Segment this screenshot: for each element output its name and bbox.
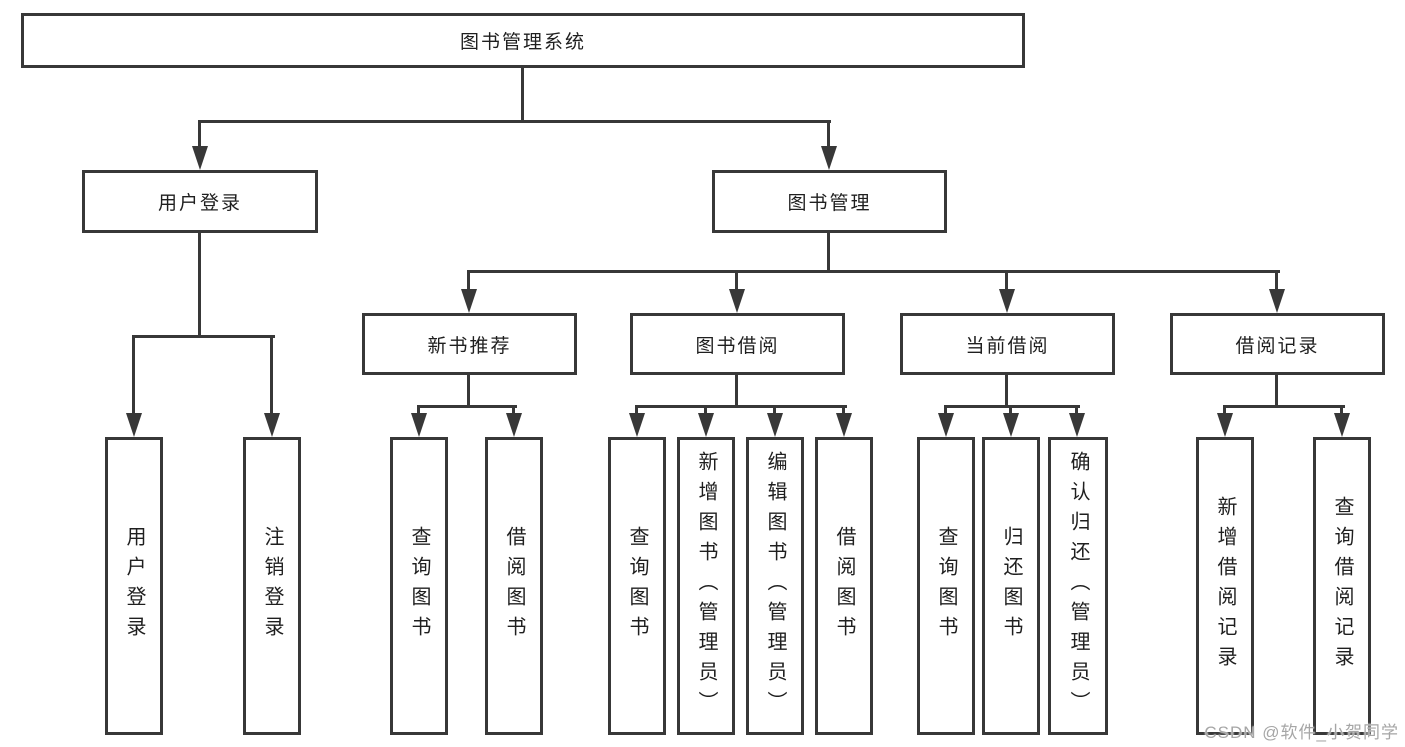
arrow-to-leaf-user-login — [126, 413, 142, 437]
leaf-return-book: 归还图书 — [982, 437, 1040, 735]
arrow-to-confirm-return-admin — [1069, 413, 1085, 437]
connector-drop — [1009, 405, 1012, 415]
arrow-to-user-login — [192, 146, 208, 170]
leaf-edit-book-admin: 编辑图书（管理员） — [746, 437, 804, 735]
connector-currentborrow-stem — [1005, 375, 1008, 407]
connector-bookborrow-rail — [635, 405, 847, 408]
connector-root-rail — [198, 120, 831, 123]
leaf-query-books-1: 查询图书 — [390, 437, 448, 735]
connector-drop — [704, 405, 707, 415]
node-current-borrow: 当前借阅 — [900, 313, 1115, 375]
arrow-to-add-book-admin — [698, 413, 714, 437]
leaf-label: 查询图书 — [935, 526, 957, 646]
arrow-to-query-books-3 — [938, 413, 954, 437]
connector-drop — [417, 405, 420, 415]
leaf-label: 查询图书 — [626, 526, 648, 646]
arrow-to-leaf-logout — [264, 413, 280, 437]
connector-drop — [944, 405, 947, 415]
connector-newbook-stem — [467, 375, 470, 407]
node-label: 借阅记录 — [1235, 335, 1320, 357]
leaf-label: 注销登录 — [261, 526, 283, 646]
arrow-to-query-books-2 — [629, 413, 645, 437]
connector-borrowrecords-stem — [1275, 375, 1278, 407]
arrow-to-borrow-books-1 — [506, 413, 522, 437]
connector-userlogin-rail — [132, 335, 275, 338]
node-book-borrow: 图书借阅 — [630, 313, 845, 375]
leaf-label: 借阅图书 — [503, 526, 525, 646]
node-label: 当前借阅 — [965, 335, 1050, 357]
connector-drop — [635, 405, 638, 415]
connector-bookmgmt-rail — [467, 270, 1280, 273]
node-book-management: 图书管理 — [712, 170, 947, 233]
leaf-label: 确认归还（管理员） — [1067, 451, 1089, 721]
node-user-login: 用户登录 — [82, 170, 318, 233]
leaf-label: 查询图书 — [408, 526, 430, 646]
leaf-add-borrow-record: 新增借阅记录 — [1196, 437, 1254, 735]
connector-currentborrow-rail — [944, 405, 1080, 408]
node-label: 图书借阅 — [695, 335, 780, 357]
connector-drop-new-book — [467, 270, 470, 292]
connector-drop-leaf-logout — [270, 335, 273, 415]
connector-drop-leaf-user-login — [132, 335, 135, 415]
arrow-to-book-management — [821, 146, 837, 170]
leaf-query-books-3: 查询图书 — [917, 437, 975, 735]
connector-drop — [1223, 405, 1226, 415]
node-label: 新书推荐 — [427, 335, 512, 357]
connector-drop-user-login — [198, 120, 201, 150]
connector-drop-book-management — [827, 120, 830, 150]
leaf-add-book-admin: 新增图书（管理员） — [677, 437, 735, 735]
arrow-to-query-books-1 — [411, 413, 427, 437]
connector-userlogin-stem — [198, 233, 201, 335]
node-borrow-records: 借阅记录 — [1170, 313, 1385, 375]
csdn-watermark: CSDN @软件_小贺同学 — [1204, 723, 1399, 742]
connector-borrowrecords-rail — [1223, 405, 1345, 408]
arrow-to-edit-book-admin — [767, 413, 783, 437]
connector-bookmgmt-stem — [827, 233, 830, 272]
leaf-label: 用户登录 — [123, 526, 145, 646]
arrow-to-new-book-recommend — [461, 289, 477, 313]
arrow-to-borrow-books-2 — [836, 413, 852, 437]
leaf-query-books-2: 查询图书 — [608, 437, 666, 735]
leaf-borrow-books-2: 借阅图书 — [815, 437, 873, 735]
arrow-to-query-borrow-record — [1334, 413, 1350, 437]
connector-newbook-rail — [417, 405, 517, 408]
node-new-book-recommend: 新书推荐 — [362, 313, 577, 375]
arrow-to-borrow-records — [1269, 289, 1285, 313]
connector-drop — [773, 405, 776, 415]
connector-drop-current-borrow — [1005, 270, 1008, 292]
connector-bookborrow-stem — [735, 375, 738, 407]
arrow-to-current-borrow — [999, 289, 1015, 313]
leaf-logout: 注销登录 — [243, 437, 301, 735]
connector-drop — [512, 405, 515, 415]
leaf-label: 编辑图书（管理员） — [764, 451, 786, 721]
leaf-user-login: 用户登录 — [105, 437, 163, 735]
connector-drop-borrow-records — [1275, 270, 1278, 292]
node-label: 图书管理系统 — [459, 32, 586, 53]
leaf-label: 新增借阅记录 — [1214, 496, 1236, 676]
leaf-query-borrow-record: 查询借阅记录 — [1313, 437, 1371, 735]
node-label: 用户登录 — [157, 193, 242, 214]
connector-drop-book-borrow — [735, 270, 738, 292]
node-label: 图书管理 — [787, 193, 872, 214]
leaf-confirm-return-admin: 确认归还（管理员） — [1048, 437, 1108, 735]
connector-drop — [1340, 405, 1343, 415]
leaf-label: 查询借阅记录 — [1331, 496, 1353, 676]
arrow-to-book-borrow — [729, 289, 745, 313]
leaf-label: 归还图书 — [1000, 526, 1022, 646]
arrow-to-add-borrow-record — [1217, 413, 1233, 437]
connector-root-stem — [521, 68, 524, 120]
connector-drop — [1075, 405, 1078, 415]
leaf-borrow-books-1: 借阅图书 — [485, 437, 543, 735]
leaf-label: 借阅图书 — [833, 526, 855, 646]
node-library-management-system: 图书管理系统 — [21, 13, 1025, 68]
arrow-to-return-book — [1003, 413, 1019, 437]
leaf-label: 新增图书（管理员） — [695, 451, 717, 721]
connector-drop — [842, 405, 845, 415]
